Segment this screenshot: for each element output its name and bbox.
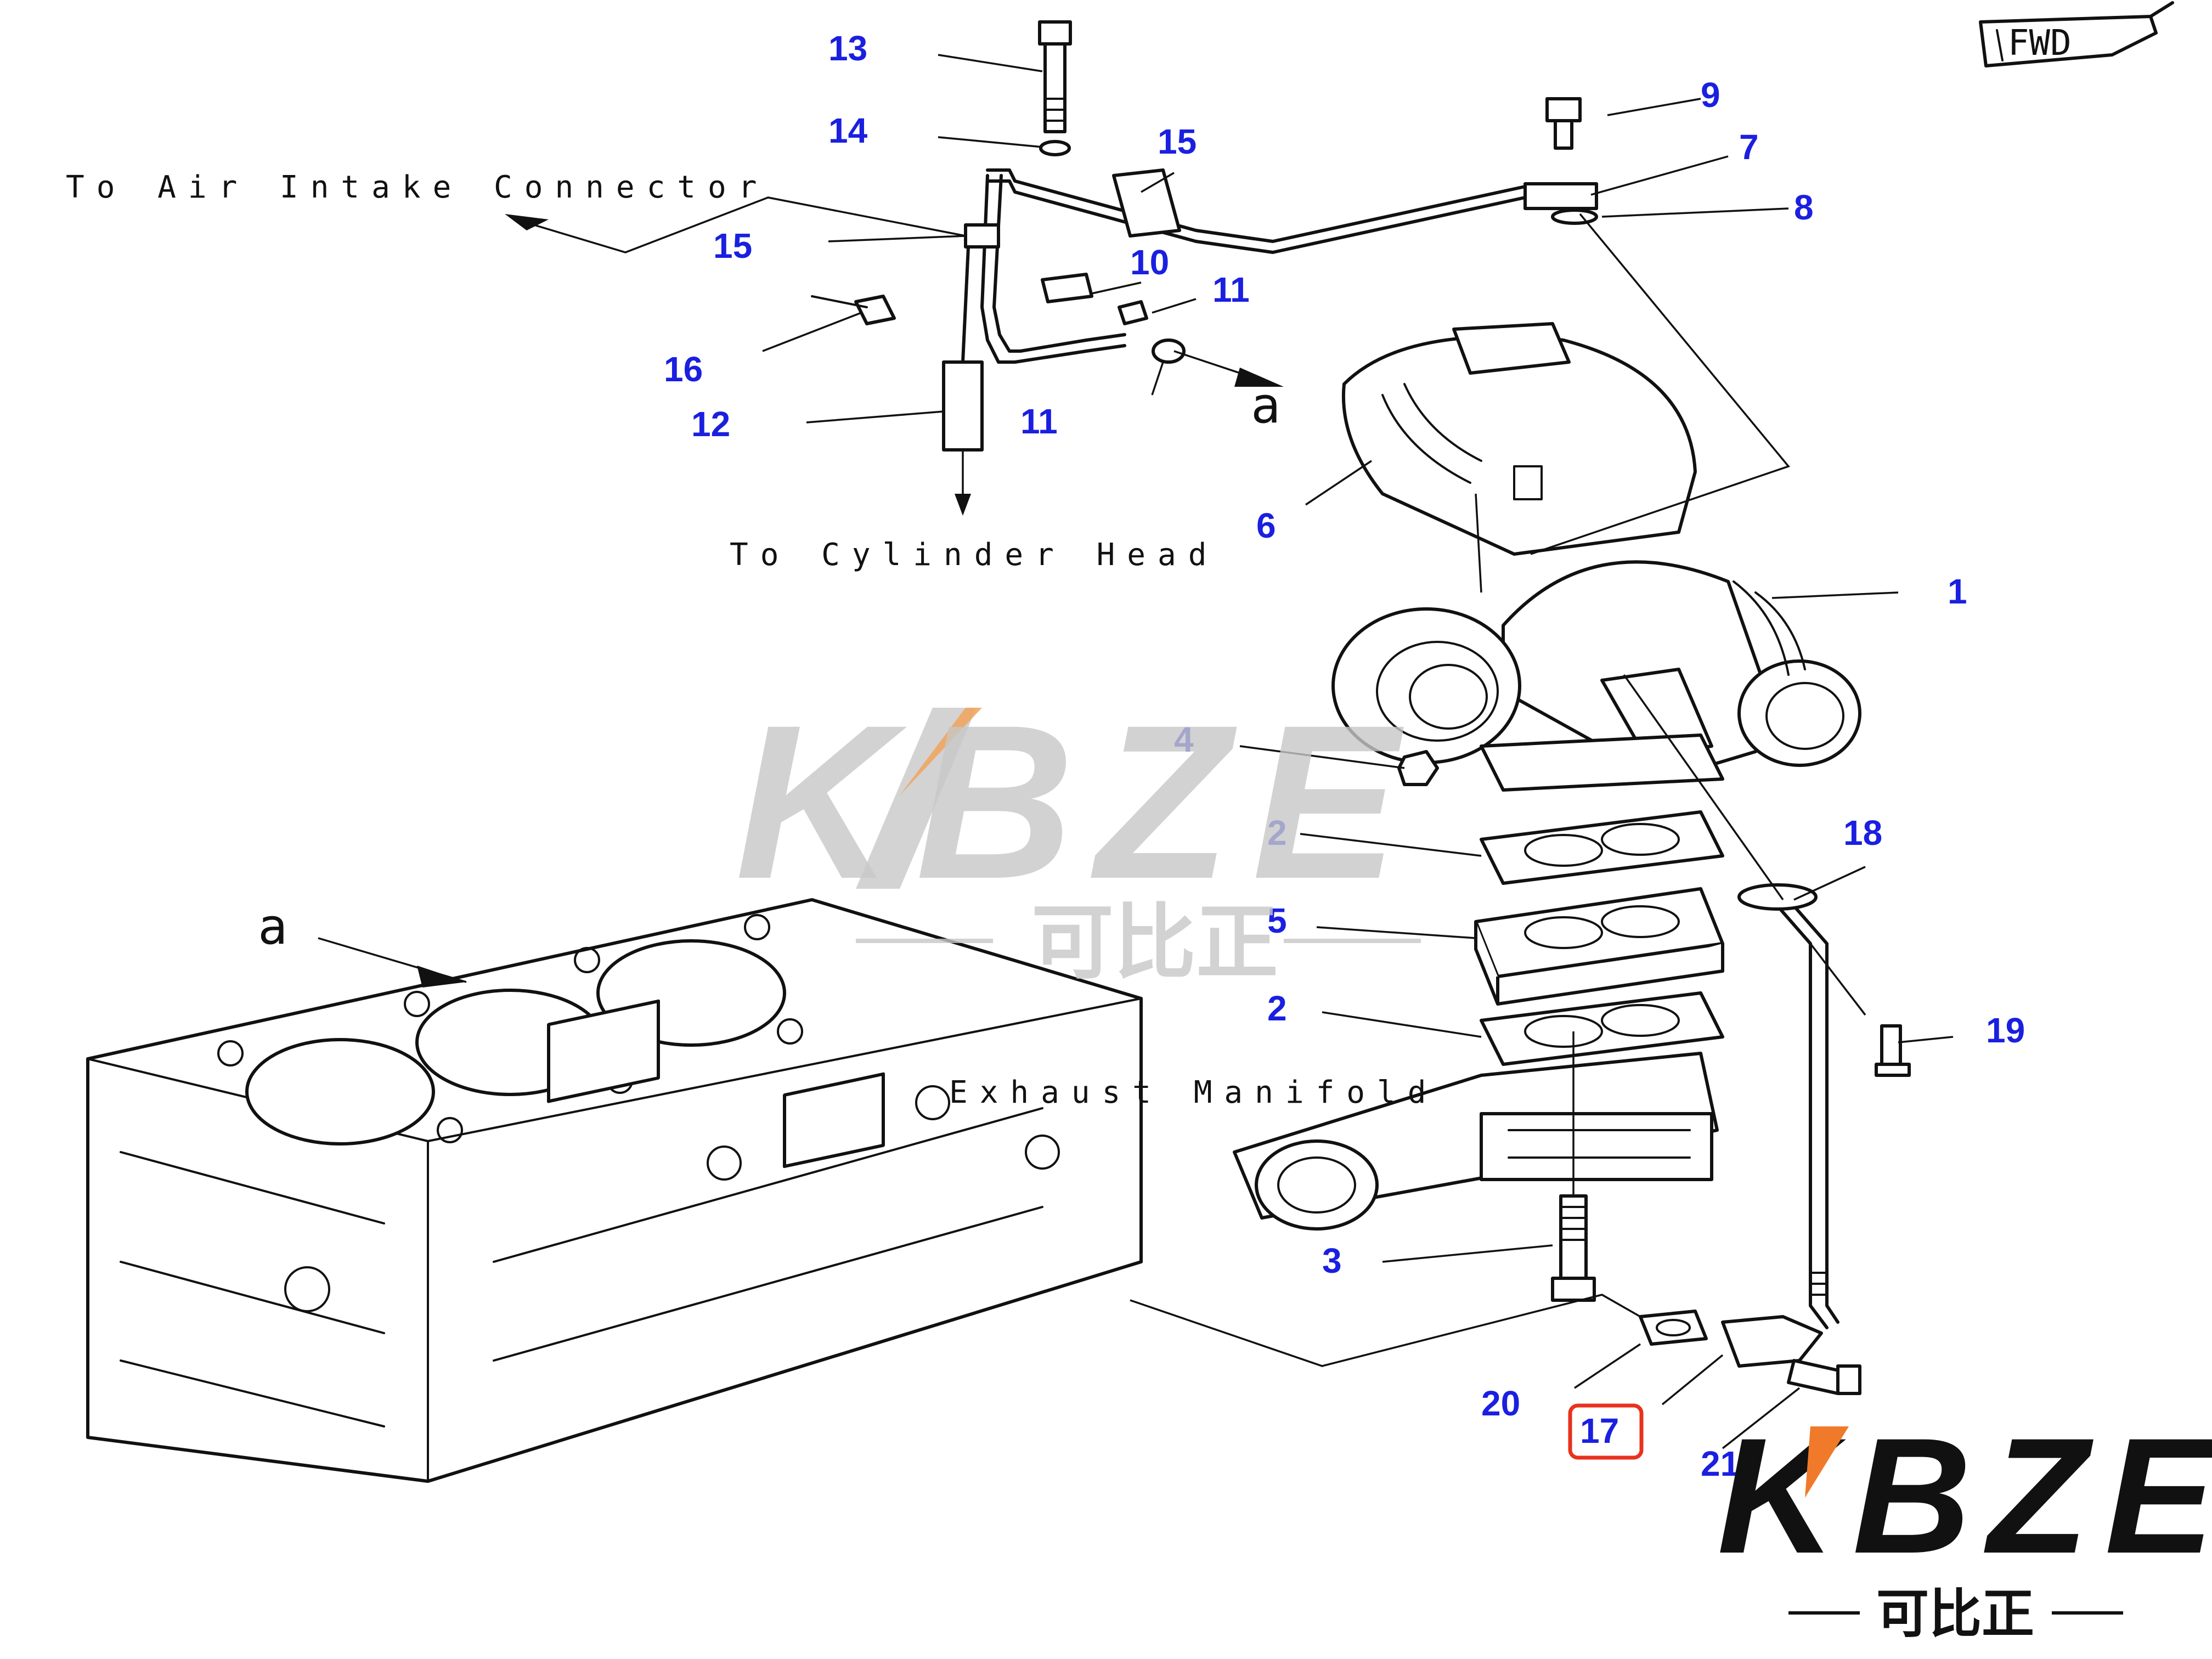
callout-5: 5 xyxy=(1267,901,1287,940)
oil-return-pipe xyxy=(1721,883,1866,1368)
gasket-upper xyxy=(1480,810,1724,885)
to-air-intake-label: To Air Intake Connector xyxy=(66,170,769,205)
fwd-label: FWD xyxy=(2008,23,2072,64)
callout-20: 20 xyxy=(1481,1384,1520,1423)
logo-brand: KBZE xyxy=(1717,1403,2212,1588)
callout-12: 12 xyxy=(691,404,730,444)
hose-to-head xyxy=(942,245,984,516)
long-bolt xyxy=(1038,20,1072,156)
bolt-21 xyxy=(1787,1359,1861,1395)
view-a-arrowhead-block xyxy=(417,966,466,988)
callout-2-upper: 2 xyxy=(1267,813,1287,853)
callout-10: 10 xyxy=(1130,242,1169,282)
exhaust-manifold-label: Exhaust Manifold xyxy=(949,1075,1438,1110)
gasket-lower xyxy=(1480,991,1724,1066)
fwd-indicator: FWD xyxy=(1979,1,2174,67)
callout-15-lower: 15 xyxy=(713,226,752,266)
brand-logo: KBZE 可比正 xyxy=(1717,1403,2212,1645)
banjo-bolt xyxy=(1545,97,1598,225)
heat-shield-cover xyxy=(1341,322,1697,593)
callout-6: 6 xyxy=(1256,506,1276,545)
bolt-19 xyxy=(1875,1024,1911,1077)
watermark-brand-cn: 可比正 xyxy=(1031,895,1278,991)
callout-18: 18 xyxy=(1843,813,1882,853)
watermark-brand: KBZE xyxy=(735,679,1420,924)
leader-lines xyxy=(505,54,1954,1449)
logo-accent xyxy=(1805,1426,1849,1498)
callout-11-lower: 11 xyxy=(1020,402,1058,441)
callout-21: 21 xyxy=(1701,1444,1740,1483)
callout-14: 14 xyxy=(828,111,868,150)
logo-brand-cn: 可比正 xyxy=(1876,1583,2034,1645)
watermark: KBZE 可比正 xyxy=(735,679,1421,991)
turbocharger xyxy=(1331,560,1861,792)
small-fittings xyxy=(811,273,1186,364)
callout-1: 1 xyxy=(1948,572,1967,611)
callout-13: 13 xyxy=(828,29,867,68)
callout-7: 7 xyxy=(1739,127,1759,167)
callout-17: 17 xyxy=(1580,1411,1619,1451)
to-cylinder-head-label: To Cylinder Head xyxy=(730,537,1218,573)
callout-2-lower: 2 xyxy=(1267,989,1287,1028)
engine-block xyxy=(86,898,1143,1483)
callout-15-upper: 15 xyxy=(1158,122,1197,161)
flange-gasket xyxy=(1639,1310,1708,1346)
callout-9: 9 xyxy=(1701,75,1720,115)
stud-bolt xyxy=(1551,1031,1596,1302)
callouts: 13 14 15 15 9 7 8 10 11 16 11 12 6 1 4 2… xyxy=(664,29,2025,1483)
spacer-plate xyxy=(1474,887,1724,1006)
callout-16: 16 xyxy=(664,349,703,389)
callout-17-highlight xyxy=(1568,1403,1644,1460)
callout-11-upper: 11 xyxy=(1212,270,1250,309)
callout-4: 4 xyxy=(1174,720,1194,759)
exhaust-manifold xyxy=(1233,1052,1719,1231)
callout-8: 8 xyxy=(1794,188,1814,227)
oil-inlet-pipe xyxy=(964,168,1598,364)
view-a-label-top: a xyxy=(1251,377,1280,435)
view-a-label-block: a xyxy=(258,898,287,956)
callout-3: 3 xyxy=(1322,1241,1342,1280)
callout-19: 19 xyxy=(1986,1011,2025,1050)
